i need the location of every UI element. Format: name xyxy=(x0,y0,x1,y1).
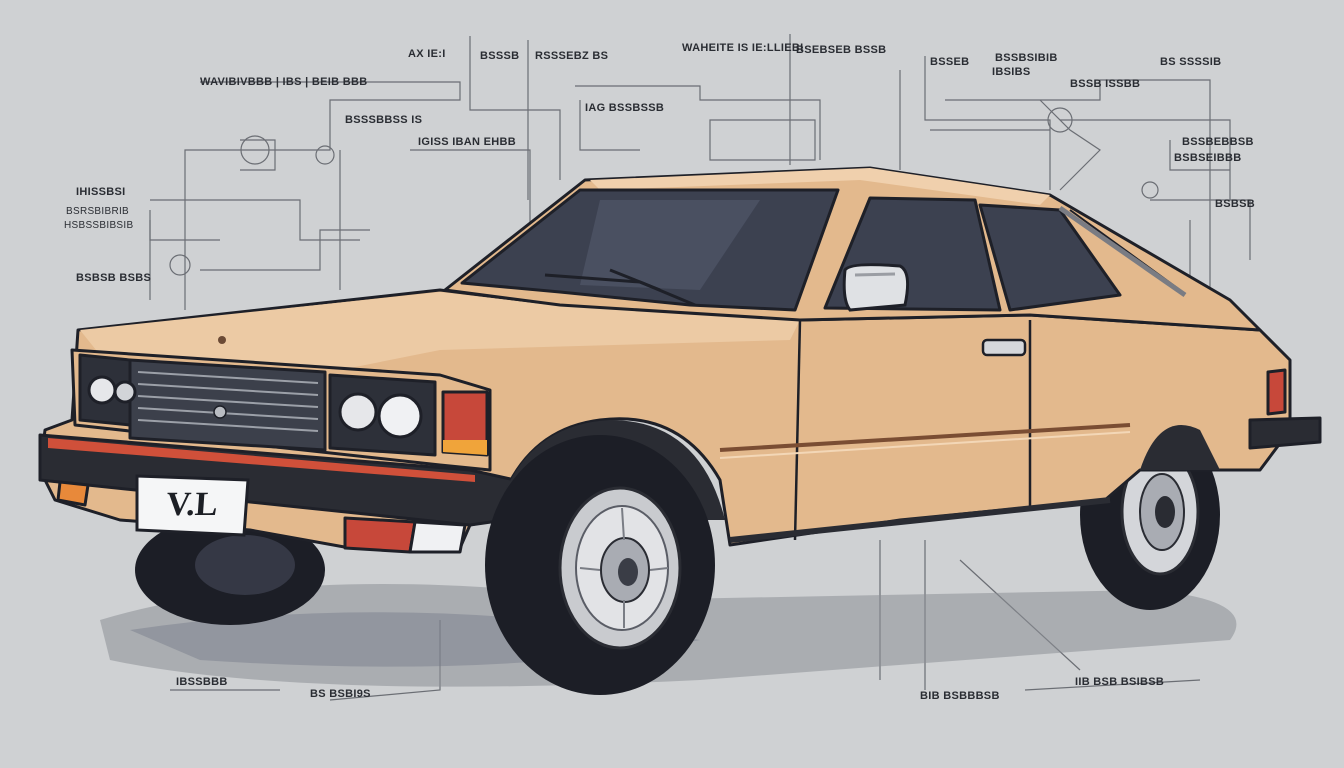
door-handle xyxy=(981,338,1027,357)
license-plate-text: V.L xyxy=(165,486,220,523)
annotation-label: IGISS IBAN EHBB xyxy=(418,136,517,148)
annotation-label: IBSSBBB xyxy=(176,676,228,688)
bumper-stripe xyxy=(48,438,475,482)
annotation-label: BSBSEIBBB xyxy=(1174,152,1242,164)
annotation-label: BSSEB xyxy=(930,56,970,68)
annotation-label: BS BSBI9S xyxy=(310,688,371,700)
rear-door-window xyxy=(978,203,1122,312)
annotation-label: BSEBSEB BSSB xyxy=(796,44,887,56)
annotation-label: RSSSEBZ BS xyxy=(535,50,609,62)
annotation-label: BIB BSBBBSB xyxy=(920,690,1000,702)
side-mirror xyxy=(842,263,910,312)
annotation-label: HSBSSBIBSIB xyxy=(64,220,134,231)
annotation-label: WAHEITE IS IE:LLIEBI xyxy=(682,42,804,54)
door-lines xyxy=(719,319,1131,543)
front-wheel xyxy=(485,420,725,695)
license-plate xyxy=(135,474,250,537)
annotation-label: IHISSBSI xyxy=(76,186,126,198)
far-front-wheel xyxy=(135,515,325,625)
annotation-label: BSSB ISSBB xyxy=(1070,78,1141,90)
annotation-label: WAVIBIVBBB | IBS | BEIB BBB xyxy=(200,76,368,88)
annotation-label: IAG BSSBSSB xyxy=(585,102,665,114)
annotation-label: BS SSSSIB xyxy=(1160,56,1222,68)
annotation-label: BSSSBBSS IS xyxy=(345,114,423,126)
annotation-label: BSSBSIBIB xyxy=(995,52,1058,64)
front-fascia xyxy=(70,348,492,472)
rear-details xyxy=(1140,368,1322,470)
wiper xyxy=(544,268,696,307)
annotation-label: BSBSB xyxy=(1215,198,1256,210)
annotation-label: BSSSB xyxy=(480,50,520,62)
annotation-label: BSSBEBBSB xyxy=(1182,136,1254,148)
annotation-label: IIB BSB BSIBSB xyxy=(1075,676,1165,688)
hood-badge xyxy=(218,336,226,344)
annotation-label: AX IE:I xyxy=(408,48,446,60)
annotation-label: IBSIBS xyxy=(992,66,1031,78)
front-bumper xyxy=(38,433,517,554)
annotation-label: BSBSB BSBS xyxy=(76,272,152,284)
annotation-label: BSRSBIBRIB xyxy=(66,206,130,217)
